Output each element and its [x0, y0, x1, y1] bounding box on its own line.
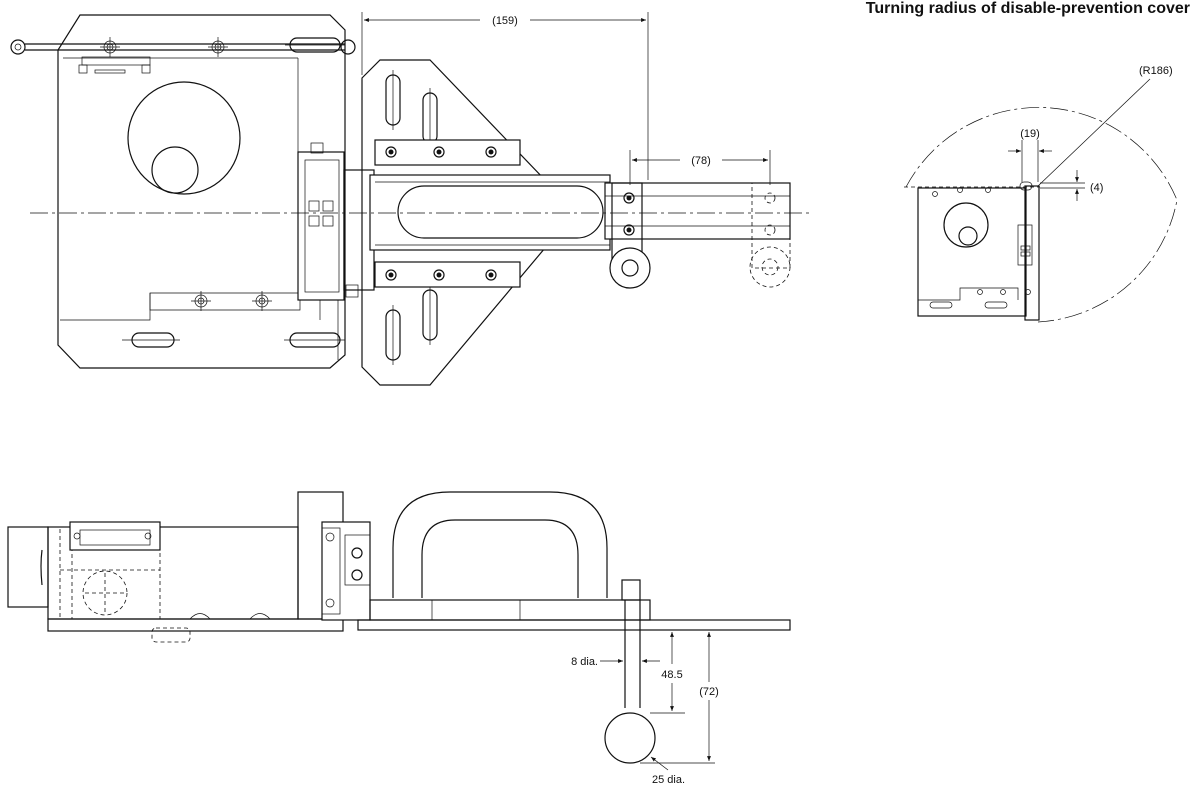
knob-ball [604, 712, 656, 764]
motor-circle [127, 81, 241, 195]
dim-4: (4) [1090, 182, 1103, 194]
carry-handle [392, 491, 608, 598]
dim-8-dia: 8 dia. [571, 656, 598, 668]
side-view: 48.5 (72) 8 dia. 25 dia. [7, 491, 791, 786]
turning-arc [905, 107, 1178, 323]
diagram-title: Turning radius of disable-prevention cov… [865, 0, 1190, 17]
base-plate [57, 14, 346, 369]
side-rail [357, 619, 791, 631]
dim-48-5: 48.5 [661, 669, 682, 681]
connector-block [297, 151, 345, 301]
dim-19: (19) [1020, 128, 1040, 140]
dim-r186: (R186) [1139, 65, 1173, 77]
dim-25-dia: 25 dia. [652, 774, 685, 786]
extension-bar [604, 182, 791, 240]
turning-radius-view: (R186) (19) (4) [904, 65, 1178, 323]
top-view: (159) (78) [10, 12, 810, 386]
dim-159: (159) [492, 15, 518, 27]
dim-78: (78) [691, 155, 711, 167]
dim-72: (72) [699, 686, 719, 698]
